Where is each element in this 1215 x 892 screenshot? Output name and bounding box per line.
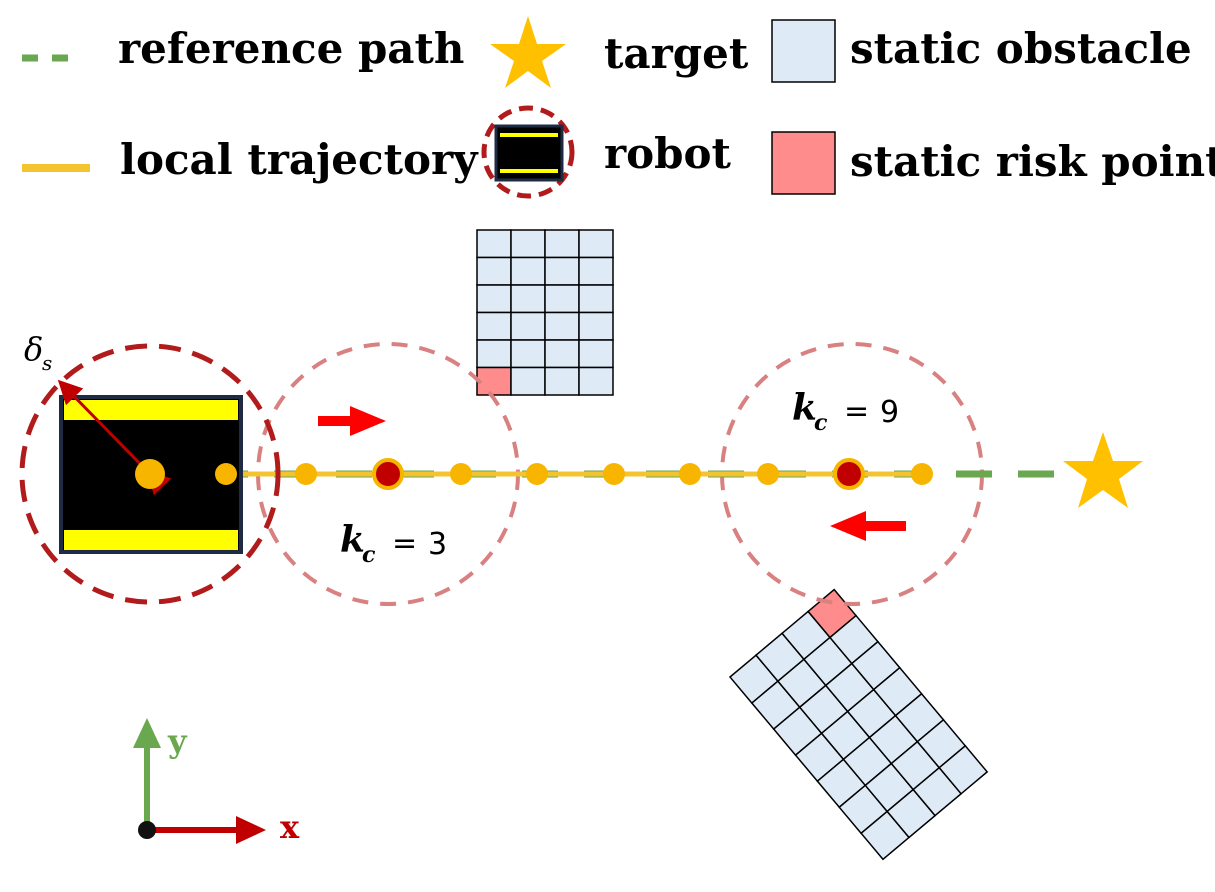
delta-s-label: δ s: [24, 330, 52, 375]
robot: [19, 343, 281, 605]
obstacle-cell: [578, 284, 614, 314]
waypoint: [911, 463, 933, 485]
obstacle-cell: [510, 229, 546, 259]
kc-label-left: k c = 3: [340, 519, 447, 568]
waypoint-collision-check: [372, 458, 404, 490]
obstacle-cell: [476, 284, 512, 314]
delta-subscript: s: [42, 351, 52, 375]
arrow-left-shaft: [862, 521, 906, 531]
kc-label-right: k c = 9: [792, 387, 899, 436]
obstacle-cell: [476, 339, 512, 369]
legend-label-reference-path: reference path: [118, 24, 464, 73]
legend-label-robot: robot: [604, 129, 732, 178]
waypoint-robot-center: [135, 459, 165, 489]
coordinate-axes: y x: [133, 718, 300, 846]
axis-origin: [138, 821, 156, 839]
obstacle-cell: [578, 229, 614, 259]
obstacle-cell: [510, 339, 546, 369]
waypoint: [295, 463, 317, 485]
arrow-left-head: [830, 511, 866, 541]
safety-radius-arrow: [57, 379, 172, 496]
obstacle-cell: [544, 311, 580, 341]
obstacle-cell: [578, 256, 614, 286]
waypoints: [135, 458, 933, 490]
x-axis-arrowhead: [236, 816, 266, 844]
obstacle-cell: [938, 744, 989, 795]
static-obstacle-top: [476, 229, 614, 396]
delta-symbol: δ: [24, 330, 43, 368]
obstacle-cell: [476, 229, 512, 259]
obstacle-cell: [544, 284, 580, 314]
star-icon: [490, 16, 566, 88]
robot-safety-circle-swatch: [481, 105, 575, 199]
obstacle-cell: [544, 256, 580, 286]
legend: reference path local trajectory target r…: [22, 16, 1215, 199]
obstacle-cell: [510, 284, 546, 314]
waypoint: [603, 463, 625, 485]
y-axis-arrowhead: [133, 718, 161, 748]
legend-static-obstacle: static obstacle: [771, 19, 1192, 83]
arrow-right-head: [350, 406, 386, 436]
legend-robot: robot: [481, 105, 732, 199]
obstacle-cell: [578, 311, 614, 341]
legend-label-static-obstacle: static obstacle: [850, 24, 1192, 73]
y-axis-label: y: [167, 722, 188, 760]
kc-left-k: k: [340, 519, 365, 561]
waypoint: [526, 463, 548, 485]
kc-left-c: c: [362, 542, 376, 568]
obstacle-cell: [544, 339, 580, 369]
static-obstacle-swatch: [771, 19, 836, 83]
x-axis-label: x: [280, 808, 300, 846]
obstacle-cell: [510, 366, 546, 396]
static-risk-point-swatch: [771, 131, 836, 195]
legend-static-risk-point: static risk point: [771, 131, 1215, 195]
waypoint: [215, 463, 237, 485]
robot-safety-circle: [19, 343, 281, 605]
arrow-left-icon: [830, 511, 906, 541]
obstacle-cell: [578, 366, 614, 396]
arrow-right-icon: [318, 406, 386, 436]
static-risk-point-cell: [476, 366, 512, 396]
waypoint: [450, 463, 472, 485]
kc-left-eq: =: [392, 526, 417, 561]
kc-right-k: k: [792, 387, 817, 429]
kc-right-eq: =: [844, 394, 869, 429]
legend-label-target: target: [604, 29, 749, 78]
target-star-icon: [1063, 432, 1143, 508]
waypoint: [679, 463, 701, 485]
obstacle-cell: [544, 366, 580, 396]
legend-target: target: [490, 16, 749, 88]
static-obstacle-rotated: [728, 588, 989, 861]
waypoint-collision-check: [833, 458, 865, 490]
obstacle-cell: [578, 339, 614, 369]
obstacle-cell: [476, 311, 512, 341]
obstacle-cell: [510, 256, 546, 286]
kc-right-c: c: [814, 410, 828, 436]
kc-right-value: 9: [880, 395, 899, 430]
robot-stripe-bottom: [64, 530, 238, 550]
robot-stripe-top: [64, 400, 238, 420]
legend-label-local-trajectory: local trajectory: [120, 135, 479, 184]
arrow-right-shaft: [318, 416, 354, 426]
obstacle-cell: [510, 311, 546, 341]
obstacle-cell: [476, 256, 512, 286]
legend-label-static-risk-point: static risk point: [850, 137, 1215, 186]
obstacle-cell: [544, 229, 580, 259]
kc-left-value: 3: [428, 527, 447, 562]
legend-reference-path: reference path: [22, 24, 464, 73]
waypoint: [757, 463, 779, 485]
legend-local-trajectory: local trajectory: [22, 135, 479, 184]
